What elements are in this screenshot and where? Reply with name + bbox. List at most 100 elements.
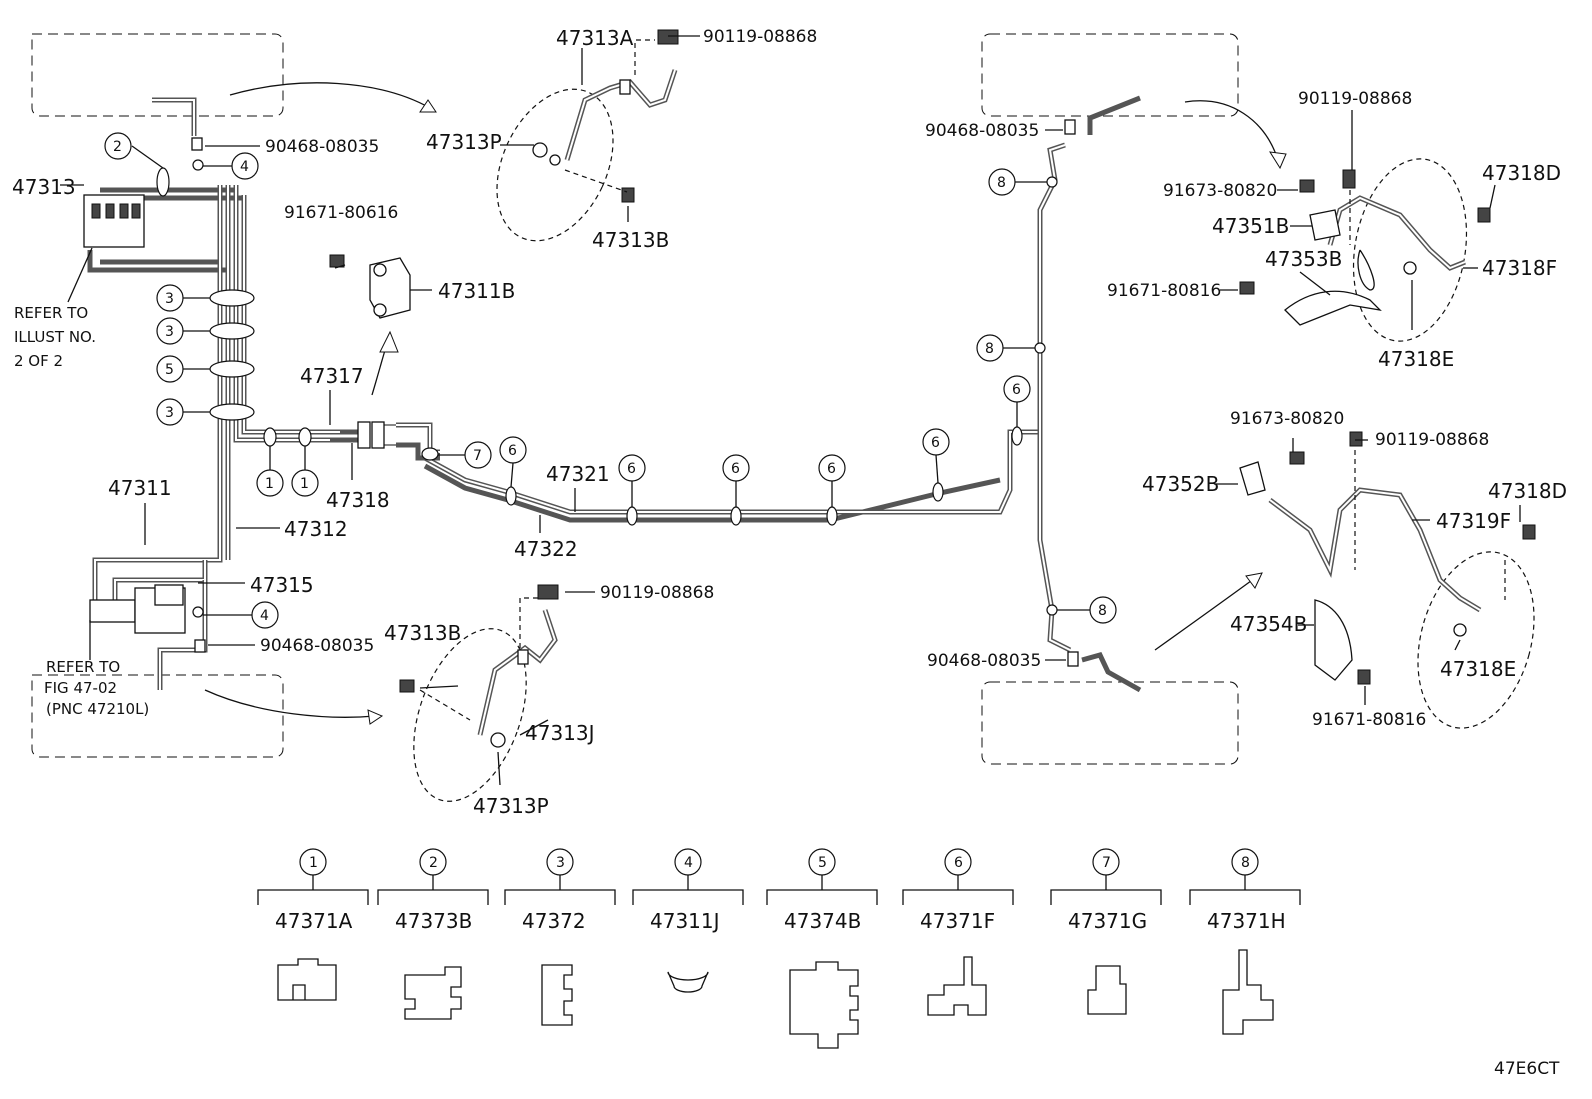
arrow-to-rear-right: [1154, 577, 1256, 651]
label-90468-tr: 90468-08035: [925, 121, 1039, 141]
flow-arrows: [204, 82, 1287, 725]
clip-icon: [1222, 949, 1274, 1035]
label-47318E-r1: 47318E: [1378, 347, 1454, 371]
label-90119-top: 90119-08868: [703, 27, 817, 47]
label-90468-tl: 90468-08035: [265, 137, 379, 157]
callout-6: 6: [499, 436, 527, 488]
svg-text:6: 6: [827, 461, 836, 477]
svg-text:2: 2: [113, 139, 122, 155]
label-47321: 47321: [546, 462, 610, 486]
label-47311: 47311: [108, 476, 172, 500]
arrow-to-rear-left: [204, 689, 376, 718]
legend-number: 5: [818, 855, 827, 871]
label-47351B: 47351B: [1212, 214, 1289, 238]
legend-item: 3 47372: [504, 848, 616, 1026]
svg-text:3: 3: [165, 324, 174, 340]
callout-6: 6: [922, 428, 950, 484]
clip-icon: [541, 964, 573, 1026]
callout-6: 6: [818, 454, 846, 507]
label-47352B: 47352B: [1142, 472, 1219, 496]
callout-3: 3: [156, 317, 210, 345]
legend-number: 7: [1102, 855, 1111, 871]
label-47311B: 47311B: [438, 279, 515, 303]
47311B-bracket: [329, 254, 411, 319]
label-91671-r2: 91671-80816: [1312, 710, 1426, 730]
arrow-to-front-left: [229, 82, 431, 109]
callout-2: 2: [104, 132, 164, 169]
svg-text:6: 6: [731, 461, 740, 477]
label-91671-80616: 91671-80616: [284, 203, 398, 223]
label-47313J: 47313J: [525, 721, 595, 745]
label-47313: 47313: [12, 175, 76, 199]
callout-1: 1: [291, 446, 319, 497]
frame-bottom-left: [31, 674, 284, 758]
label-47318D-r2: 47318D: [1488, 479, 1567, 503]
legend-number: 8: [1241, 855, 1250, 871]
arrow-to-front-right: [1184, 100, 1279, 161]
legend-number: 2: [429, 855, 438, 871]
svg-text:6: 6: [1012, 382, 1021, 398]
callout-8: 8: [976, 334, 1035, 362]
svg-text:1: 1: [300, 476, 309, 492]
reference-frames: [31, 33, 1239, 765]
label-47317: 47317: [300, 364, 364, 388]
label-47319F: 47319F: [1436, 509, 1511, 533]
label-90119-r2: 90119-08868: [1375, 430, 1489, 450]
legend-part-number: 47371H: [1207, 909, 1286, 933]
legend-part-number: 47373B: [395, 909, 472, 933]
label-47318D-r1: 47318D: [1482, 161, 1561, 185]
svg-text:7: 7: [473, 448, 482, 464]
callout-6: 6: [1003, 375, 1031, 427]
label-47315: 47315: [250, 573, 314, 597]
label-90119-bot: 90119-08868: [600, 583, 714, 603]
rear-left-hose-assy: [399, 584, 559, 802]
clip-icon: [927, 956, 987, 1016]
callout-3: 3: [156, 284, 210, 312]
label-47313A: 47313A: [556, 26, 634, 50]
label-47353B: 47353B: [1265, 247, 1342, 271]
svg-text:3: 3: [165, 405, 174, 421]
label-47322: 47322: [514, 537, 578, 561]
note-refer-illust-3: 2 OF 2: [14, 352, 63, 370]
clip-icon: [277, 958, 337, 1001]
callout-6: 6: [722, 454, 750, 507]
callout-5: 5: [156, 355, 210, 383]
note-refer-illust-1: REFER TO: [14, 304, 88, 322]
label-90119-r1: 90119-08868: [1298, 89, 1412, 109]
label-47313P-top: 47313P: [426, 130, 502, 154]
label-91673-r2: 91673-80820: [1230, 409, 1344, 429]
left-brake-bundle: [83, 97, 340, 690]
svg-text:8: 8: [997, 175, 1006, 191]
svg-text:6: 6: [627, 461, 636, 477]
legend-part-number: 47372: [522, 909, 586, 933]
clip-icon: [404, 966, 462, 1020]
svg-text:1: 1: [265, 476, 274, 492]
frame-top-right: [981, 33, 1239, 117]
svg-text:4: 4: [240, 159, 249, 175]
reference-notes: REFER TO ILLUST NO. 2 OF 2 REFER TO FIG …: [14, 304, 149, 718]
note-refer-fig-3: (PNC 47210L): [46, 700, 149, 718]
callout-8: 8: [988, 168, 1047, 196]
callout-3: 3: [156, 398, 210, 426]
legend-part-number: 47371A: [275, 909, 353, 933]
callout-4: 4: [203, 601, 279, 629]
frame-top-left: [31, 33, 284, 117]
label-91673-r1: 91673-80820: [1163, 181, 1277, 201]
legend-number: 4: [684, 855, 693, 871]
leader-lines: [60, 35, 1521, 786]
label-90468-bl: 90468-08035: [260, 636, 374, 656]
callout-8: 8: [1057, 596, 1117, 624]
callout-bubbles: 2 4 3 3 5 3 1 1 4 7 6 6 6 6 6 6 8 8 8: [104, 132, 1117, 629]
junction-area: [330, 421, 440, 461]
callout-7: 7: [438, 441, 492, 469]
part-labels: 47313A 90119-08868 47313P 47313B 90468-0…: [12, 26, 1567, 818]
right-brake-pipes: [1034, 95, 1142, 693]
note-refer-fig-1: REFER TO: [46, 658, 120, 676]
front-left-hose-assy: [496, 29, 679, 242]
label-90468-br: 90468-08035: [927, 651, 1041, 671]
legend-number: 3: [556, 855, 565, 871]
